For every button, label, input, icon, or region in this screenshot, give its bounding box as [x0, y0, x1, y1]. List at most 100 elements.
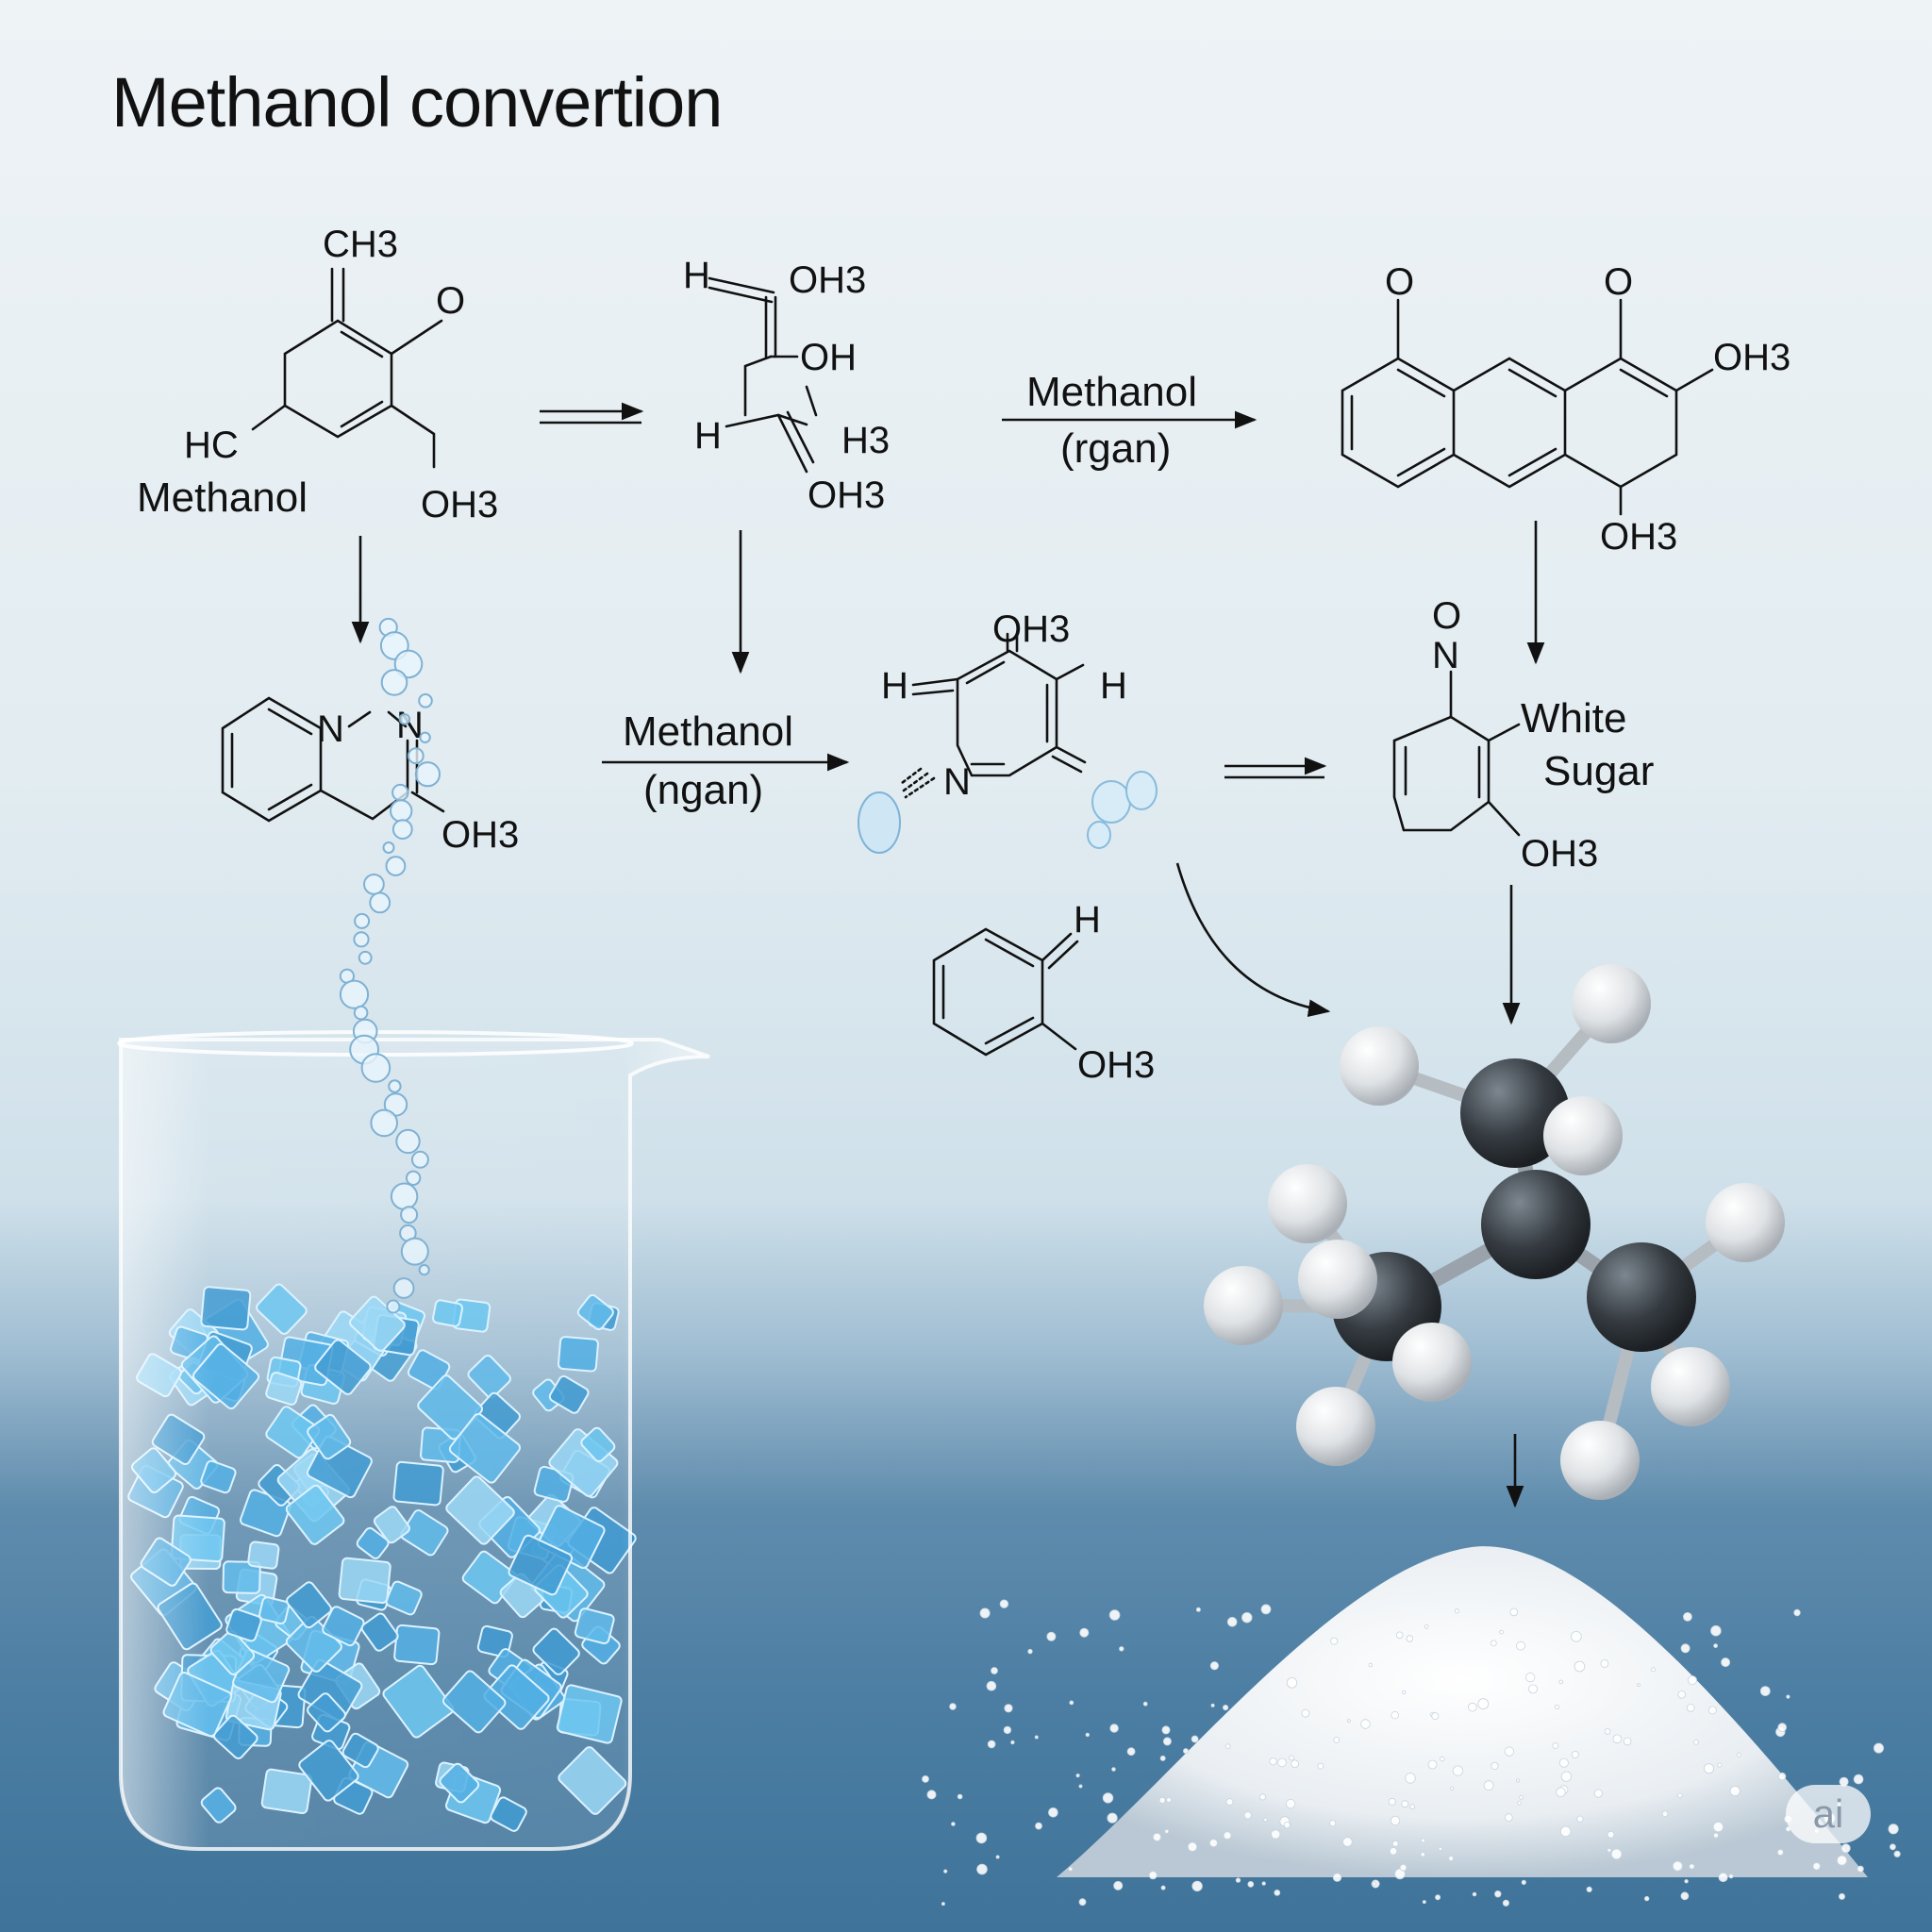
h-left-label: H [881, 665, 908, 707]
sugar-grain [1048, 1807, 1058, 1818]
sugar-grain [1438, 1846, 1442, 1851]
sugar-grain [1119, 1646, 1124, 1652]
sugar-grain [1454, 1608, 1459, 1614]
structure-6: O N White Sugar OH3 [1392, 595, 1654, 874]
sugar-grain [1261, 1881, 1266, 1886]
sugar-grain [1226, 1617, 1238, 1627]
sugar-grain [1712, 1822, 1724, 1833]
sugar-grain [1857, 1865, 1864, 1873]
carbon-atom [1460, 1058, 1570, 1168]
sugar-grain [949, 1703, 957, 1710]
o-label: O [436, 280, 465, 322]
sugar-grain [1107, 1812, 1118, 1824]
sugar-grain [1109, 1724, 1119, 1733]
bubble [390, 799, 413, 823]
structure-3: O O OH3 OH3 [1341, 261, 1790, 558]
bubble [410, 1150, 429, 1169]
sugar-grain [1108, 1609, 1121, 1621]
hydrogen-atom [1268, 1164, 1347, 1243]
sugar-grain [1556, 1787, 1566, 1798]
sugar-grain [1558, 1757, 1569, 1768]
sugar-grain [1223, 1705, 1229, 1711]
sugar-grain [1263, 1817, 1268, 1823]
sugar-grain [1452, 1765, 1464, 1776]
sugar-grain [943, 1869, 948, 1874]
sugar-grain [1431, 1712, 1440, 1721]
sugar-grain [1759, 1686, 1771, 1696]
hydrogen-atom [1298, 1240, 1377, 1319]
sugar-grain [1113, 1880, 1124, 1890]
sugar-grain [1505, 1813, 1513, 1822]
sugar-grain [922, 1775, 929, 1783]
bubble [398, 713, 411, 725]
sugar-grain [1277, 1757, 1287, 1768]
sugar-grain [1034, 1735, 1039, 1740]
reaction-1-sub: (rgan) [1060, 425, 1171, 472]
n2-label: N [396, 705, 424, 746]
sugar-grain [1600, 1659, 1609, 1668]
sugar-grain [1395, 1631, 1404, 1640]
sugar-grain [1607, 1830, 1615, 1839]
reaction-arrow-1: Methanol (rgan) [1002, 369, 1257, 472]
bubble [353, 931, 370, 948]
bubble [418, 1264, 430, 1276]
sugar-grain [1271, 1829, 1281, 1840]
sugar-grain [1223, 1831, 1232, 1840]
bubble [382, 841, 395, 854]
sugar-grain [1391, 1840, 1399, 1847]
sugar-grain [1078, 1784, 1083, 1789]
sugar-grain [1069, 1700, 1074, 1706]
sugar-grain [1004, 1704, 1013, 1713]
sugar-grain [1571, 1631, 1582, 1642]
sugar-grain [1521, 1879, 1526, 1886]
o-left-label: O [1385, 261, 1414, 303]
sugar-grain [991, 1667, 998, 1674]
sugar-grain [1420, 1852, 1425, 1857]
sugar-grain [1890, 1843, 1896, 1851]
sugar-grain [1812, 1862, 1821, 1871]
bubble [386, 1299, 401, 1314]
h-label: H [683, 255, 710, 296]
sugar-grain [1289, 1755, 1295, 1761]
sugar-grain [1405, 1773, 1416, 1784]
sugar-grain [1195, 1607, 1201, 1612]
sugar-grain [1241, 1611, 1253, 1624]
bubble [407, 747, 425, 765]
sugar-grain [1607, 1848, 1612, 1853]
bubble [395, 1128, 421, 1155]
oh3-label: OH3 [992, 608, 1070, 650]
sugar-grain [1035, 1822, 1042, 1830]
sugar-grain [1604, 1728, 1611, 1735]
sugar-grain [1274, 1890, 1281, 1896]
bubble [385, 856, 407, 876]
sugar-grain [1247, 1881, 1255, 1888]
sugar-grain [1409, 1804, 1416, 1810]
sugar-grain [1874, 1742, 1885, 1754]
bubble [339, 979, 370, 1009]
sugar-grain [1558, 1679, 1563, 1685]
bubble [400, 1206, 419, 1224]
o-label: O [1432, 595, 1461, 637]
droplet [1125, 771, 1158, 810]
sugar-grain [1286, 1677, 1298, 1689]
sugar-grain [1623, 1737, 1632, 1746]
hydrogen-atom [1543, 1096, 1623, 1175]
n-label: N [1432, 635, 1459, 676]
bubble [390, 1182, 419, 1210]
sugar-grain [1689, 1863, 1695, 1870]
sugar-grain [1317, 1762, 1324, 1770]
sugar-grain [1517, 1801, 1522, 1806]
sugar-grain [1737, 1752, 1741, 1757]
sugar-grain [1586, 1886, 1592, 1893]
sugar-grain [1161, 1725, 1171, 1735]
sugar-grain [1499, 1629, 1504, 1635]
sugar-grain [1672, 1860, 1683, 1872]
sugar-grain [1693, 1740, 1699, 1745]
sugar-grain [1435, 1894, 1441, 1901]
sugar-grain [1421, 1838, 1425, 1843]
sugar-grain [1291, 1759, 1299, 1768]
bubbles [339, 617, 441, 1314]
sugar-grain [1777, 1772, 1787, 1781]
sugar-grain [1729, 1785, 1740, 1797]
sugar-grain [1046, 1631, 1057, 1641]
